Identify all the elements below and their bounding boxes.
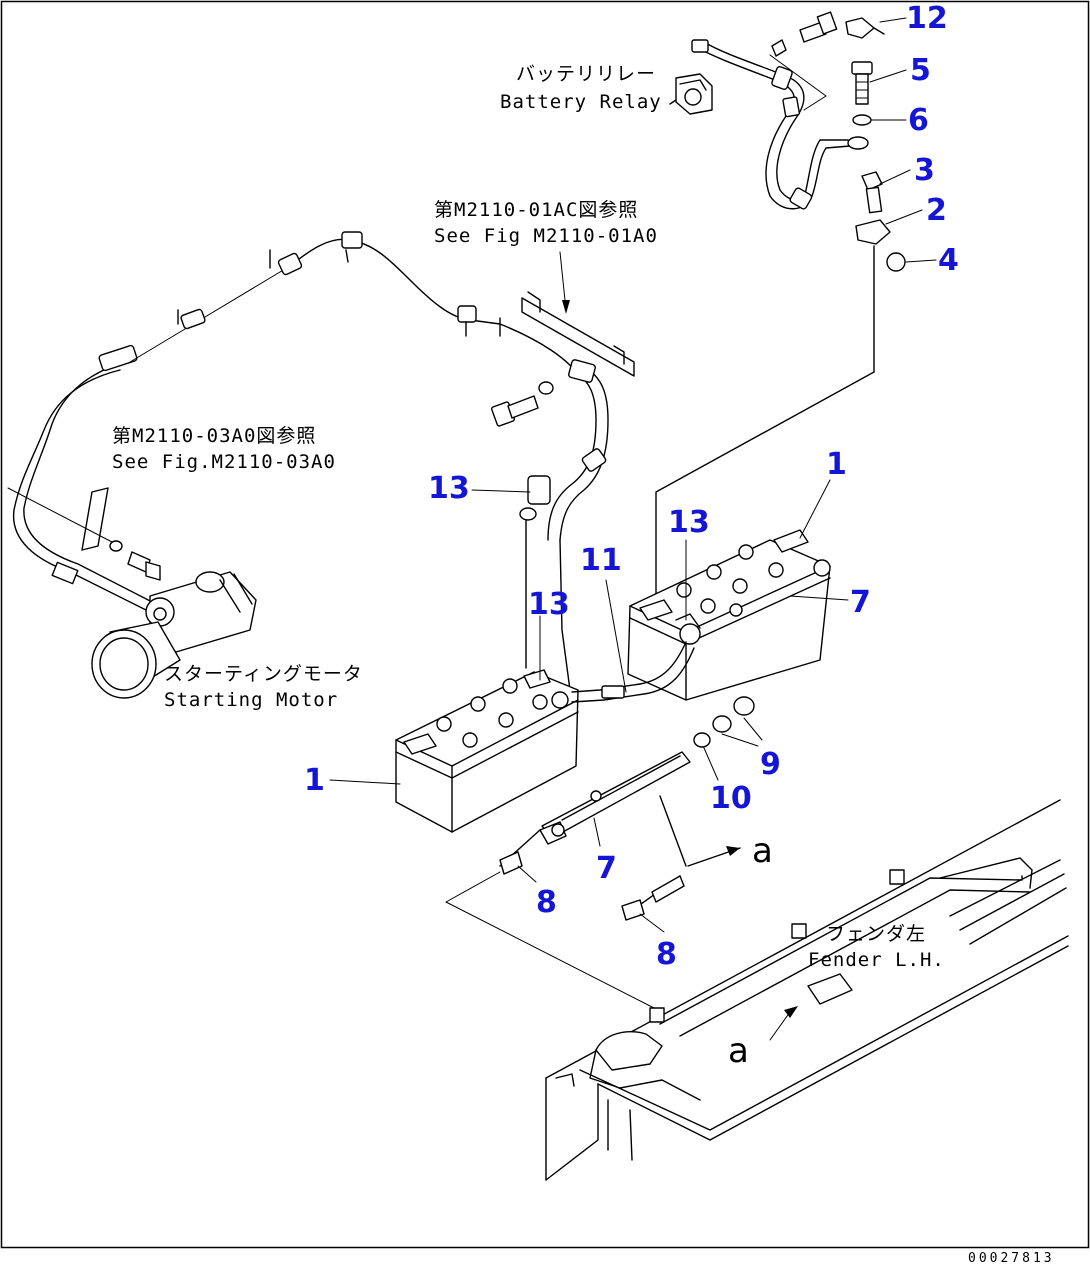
washer-6	[852, 114, 872, 126]
callout-8-right: 8	[656, 937, 677, 972]
callout-10: 10	[710, 781, 752, 816]
drawing-code: 00027813	[968, 1251, 1055, 1266]
starting-motor-label-jp: スターティングモータ	[164, 663, 363, 685]
main-cable	[12, 231, 581, 613]
callout-3: 3	[914, 153, 935, 188]
bracket-bolt	[490, 381, 554, 427]
leader-lines	[329, 17, 937, 933]
callout-1-top: 1	[826, 447, 847, 482]
view-a-label-top: a	[752, 831, 773, 871]
callout-13-mid: 13	[668, 505, 710, 540]
callout-4: 4	[938, 243, 959, 278]
battery-relay-label-jp: バッテリリレー	[516, 63, 656, 85]
callout-13-upper: 13	[428, 471, 470, 506]
battery-left	[395, 669, 579, 833]
starting-motor-label-en: Starting Motor	[164, 689, 338, 711]
callout-12: 12	[906, 1, 948, 36]
relay-bolt-hardware	[769, 11, 885, 111]
callout-9: 9	[760, 747, 781, 782]
fender-lh	[445, 799, 1069, 1181]
bolt-5	[851, 61, 873, 105]
arrow-a-top	[726, 846, 740, 856]
callout-1-left: 1	[304, 763, 325, 798]
ref-01ac-label-jp: 第M2110-01AC図参照	[434, 199, 638, 221]
view-a-label-bottom: a	[728, 1031, 749, 1071]
starter-bolt	[7, 487, 161, 581]
relay-cable	[691, 39, 869, 210]
battery-right	[627, 529, 831, 701]
hold-down-rod-left	[499, 829, 541, 875]
ground-wire	[655, 245, 875, 597]
callout-2: 2	[926, 193, 947, 228]
clamp-2	[855, 219, 891, 245]
callout-7-bottom: 7	[596, 851, 617, 886]
ref-01ac-label-en: See Fig M2110-01A0	[434, 225, 658, 247]
callout-5: 5	[910, 53, 931, 88]
hold-down-bar	[539, 696, 763, 845]
ref-03a0-label-jp: 第M2110-03A0図参照	[112, 425, 316, 447]
bolt-3	[861, 171, 883, 214]
callout-13-lower: 13	[528, 587, 570, 622]
cable-bracket	[521, 251, 635, 377]
jumper-cable	[571, 613, 701, 703]
nut-4	[886, 252, 906, 272]
callout-8-left: 8	[536, 885, 557, 920]
battery-relay	[669, 73, 713, 115]
fender-label-en: Fender L.H.	[808, 949, 945, 971]
callout-6: 6	[908, 103, 929, 138]
hold-down-rod-right	[621, 875, 685, 921]
battery-lead-cable	[519, 359, 609, 691]
ref-03a0-label-en: See Fig.M2110-03A0	[112, 451, 336, 473]
battery-relay-label-en: Battery Relay	[500, 91, 662, 113]
callout-7-top: 7	[850, 585, 871, 620]
callout-11: 11	[580, 543, 622, 578]
fender-label-jp: フェンダ左	[826, 923, 926, 945]
starting-motor	[91, 571, 257, 699]
